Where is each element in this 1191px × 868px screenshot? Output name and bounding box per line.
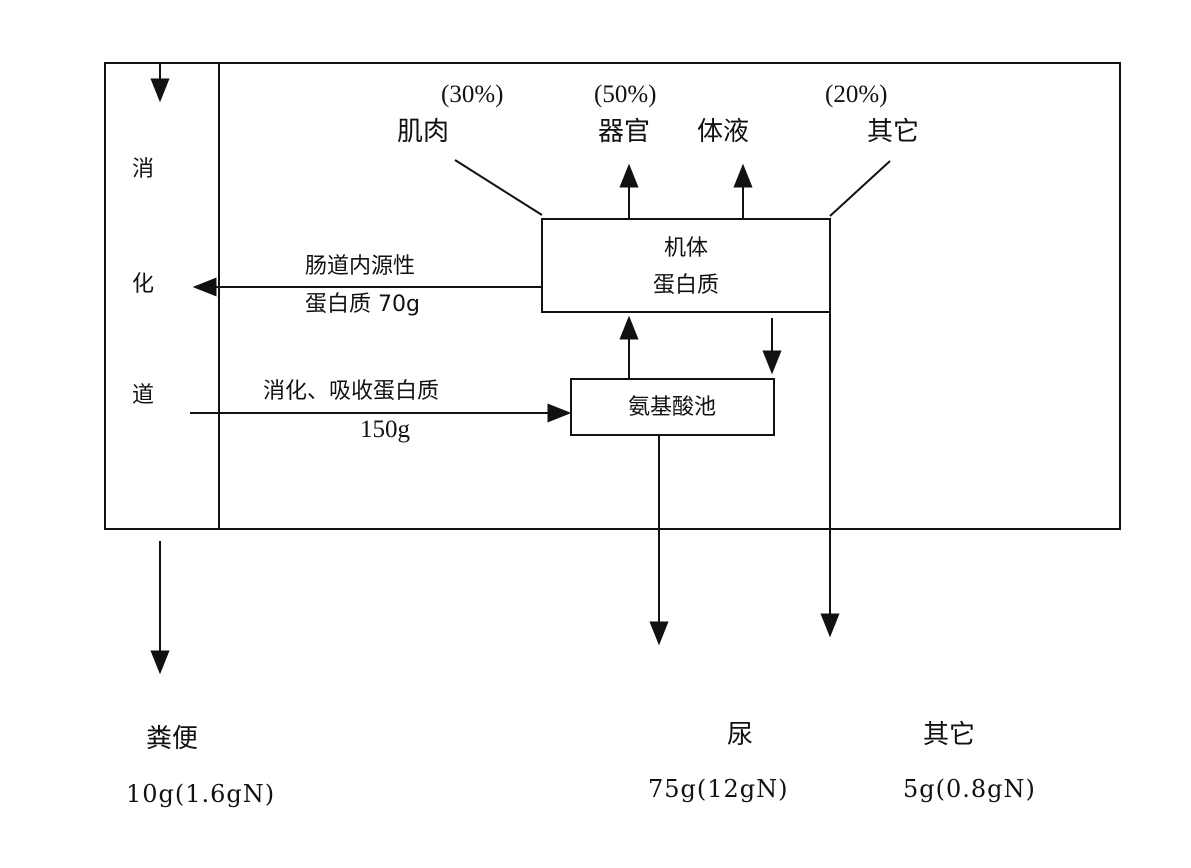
- other-top-label: 其它: [867, 117, 919, 147]
- urine-value: 75g(12gN): [648, 775, 789, 803]
- digestion-absorption-line2: 150g: [360, 416, 411, 443]
- muscle-label: 肌肉: [397, 117, 449, 147]
- body-protein-box: [541, 218, 831, 313]
- intestinal-endogenous-line1: 肠道内源性: [305, 254, 415, 279]
- other-top-line: [829, 160, 891, 217]
- organs-percent: (50%): [594, 81, 656, 108]
- muscle-line: [454, 159, 543, 216]
- other-bottom-value: 5g(0.8gN): [903, 775, 1036, 803]
- feces-value: 10g(1.6gN): [126, 780, 275, 808]
- other-bottom-label: 其它: [923, 720, 975, 750]
- digestive-tract-label-2: 化: [132, 272, 154, 297]
- urine-label: 尿: [727, 720, 753, 750]
- outer-frame: [104, 62, 1121, 530]
- organs-label: 器官: [598, 117, 650, 147]
- feces-label: 粪便: [146, 724, 198, 754]
- other-percent: (20%): [825, 81, 887, 108]
- intestinal-endogenous-line2: 蛋白质 70g: [305, 292, 420, 317]
- digestion-absorption-line1: 消化、吸收蛋白质: [263, 379, 439, 404]
- digestive-tract-label-1: 消: [132, 157, 154, 182]
- body-protein-line1: 机体: [664, 236, 708, 261]
- amino-acid-pool-label: 氨基酸池: [628, 395, 716, 420]
- body-protein-line2: 蛋白质: [653, 273, 719, 298]
- body-fluid-label: 体液: [697, 117, 749, 147]
- digestive-tract-label-3: 道: [132, 383, 154, 408]
- muscle-percent: (30%): [441, 81, 503, 108]
